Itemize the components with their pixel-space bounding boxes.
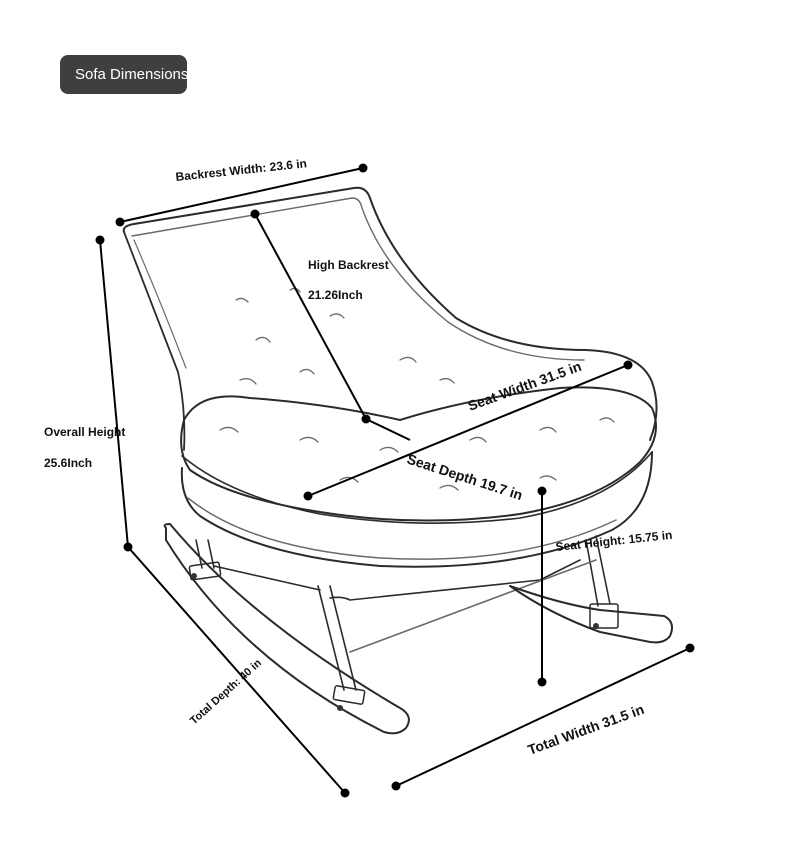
overall-height-value: 25.6Inch (44, 456, 92, 470)
left-rocker-runner (163, 523, 410, 735)
seat-piping (181, 451, 653, 524)
bolt-icon (191, 573, 197, 579)
seat-depth-label: Seat Depth 19.7 in (405, 451, 525, 503)
backrest-inner-edge (131, 197, 585, 361)
page-title: Sofa Dimensions (75, 66, 187, 83)
high-backrest-value: 21.26Inch (308, 288, 363, 302)
left-rocker-foot (188, 561, 222, 581)
bolt-icon (593, 623, 599, 629)
seat-base-ring-lower (187, 497, 617, 560)
seat-width-label: Seat Width 31.5 in (466, 358, 584, 414)
chair-frame (195, 535, 611, 691)
front-rocker-foot (332, 685, 366, 705)
seat-base-ring (180, 451, 653, 568)
tufting-marks (219, 287, 615, 491)
dimension-total-depth: Total Depth: 40 in (127, 546, 350, 798)
dimension-high-backrest: High Backrest 21.26Inch (250, 209, 389, 424)
right-rocker-foot (589, 603, 619, 629)
seat-height-label: Seat Height: 15.75 in (555, 528, 673, 554)
dimension-seat-depth: Seat Depth 19.7 in (365, 418, 525, 503)
bolt-icon (337, 705, 343, 711)
backrest-outline (122, 186, 658, 441)
backrest-width-label: Backrest Width: 23.6 in (175, 156, 308, 184)
dimension-seat-height: Seat Height: 15.75 in (537, 486, 673, 687)
total-depth-label: Total Depth: 40 in (188, 657, 264, 727)
total-width-label: Total Width 31.5 in (526, 701, 647, 758)
backrest-side-inner (133, 239, 187, 369)
right-rocker-runner (509, 585, 673, 644)
high-backrest-title: High Backrest (308, 258, 389, 272)
dimension-overall-height: Overall Height 25.6Inch (44, 235, 133, 552)
rocking-chair-drawing (122, 186, 673, 735)
page-title-badge: Sofa Dimensions (60, 55, 187, 94)
overall-height-title: Overall Height (44, 425, 125, 439)
